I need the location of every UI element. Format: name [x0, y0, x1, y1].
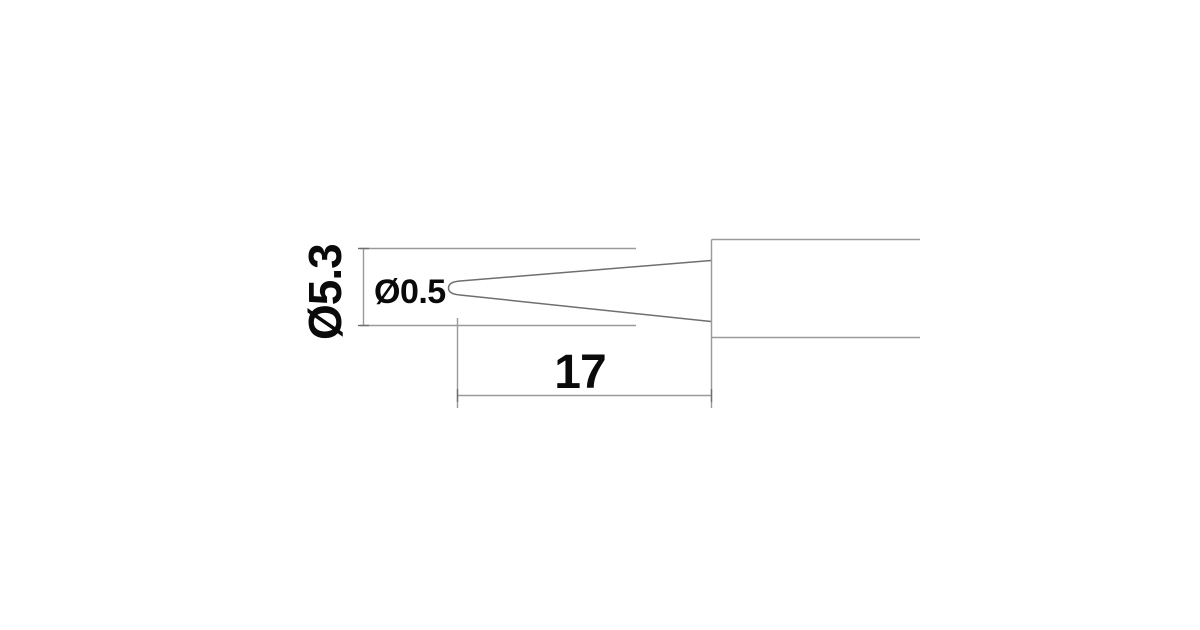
- tip-taper-profile: [447, 259, 712, 323]
- diameter-tip-label: Ø0.5: [374, 273, 446, 311]
- dimension-tick-marks: [358, 247, 713, 402]
- diameter-body-label: Ø5.3: [299, 244, 351, 340]
- length-label: 17: [554, 346, 605, 399]
